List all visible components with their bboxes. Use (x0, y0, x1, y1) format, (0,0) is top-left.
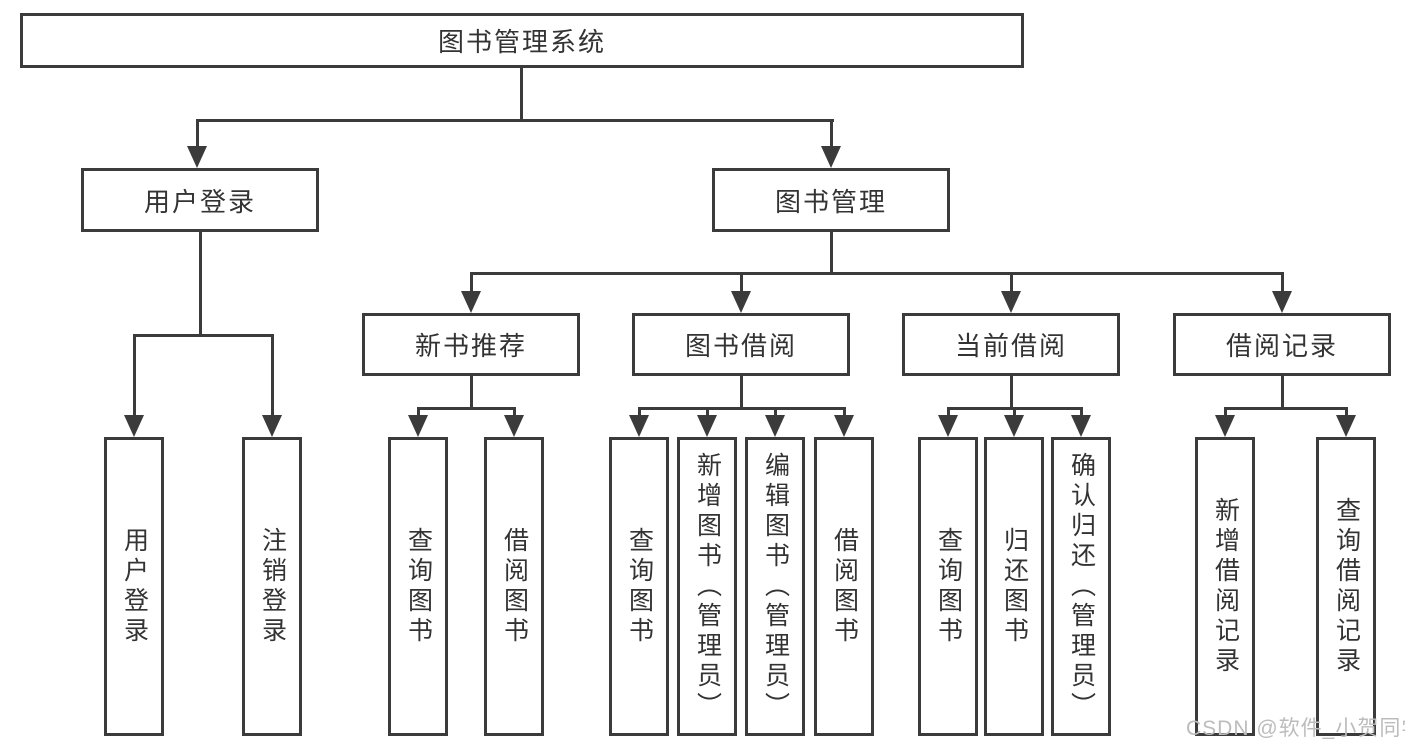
leaf-borrow-books-recommend: 借阅图书 (484, 437, 544, 736)
node-user-login: 用户登录 (81, 168, 319, 232)
node-borrowing-records-label: 借阅记录 (1225, 331, 1338, 361)
node-book-management: 图书管理 (712, 168, 950, 232)
arrow-down-icon (821, 146, 841, 168)
arrow-down-icon (938, 415, 958, 437)
arrow-down-icon (731, 291, 751, 313)
leaf-return-books-label: 归还图书 (1000, 526, 1029, 647)
connector-group2-rail (638, 407, 845, 410)
arrow-down-icon (765, 415, 785, 437)
connector-stem (133, 334, 136, 415)
leaf-confirm-return-admin-label: 确认归还（管理员） (1067, 451, 1096, 722)
connector-user-trunk (199, 232, 202, 337)
node-book-management-label: 图书管理 (774, 186, 887, 217)
arrow-down-icon (1215, 415, 1235, 437)
connector-group2-trunk (740, 376, 743, 410)
connector-stem (774, 407, 777, 415)
connector-stem (271, 334, 274, 415)
node-borrowing-records: 借阅记录 (1173, 313, 1391, 376)
leaf-user-login: 用户登录 (104, 437, 164, 736)
node-current-borrowing: 当前借阅 (902, 313, 1120, 376)
connector-stem (638, 407, 641, 415)
leaf-query-books-current: 查询图书 (918, 437, 978, 736)
connector-mgmt-trunk (830, 232, 833, 275)
connector-stem (1281, 272, 1284, 291)
leaf-add-books-admin-label: 新增图书（管理员） (693, 451, 722, 722)
connector-stem (843, 407, 846, 415)
connector-stem (1080, 407, 1083, 415)
arrow-down-icon (262, 415, 282, 437)
leaf-add-borrow-record: 新增借阅记录 (1195, 437, 1255, 736)
connector-stem (513, 407, 516, 415)
connector-stem (706, 407, 709, 415)
leaf-add-books-admin: 新增图书（管理员） (677, 437, 737, 736)
node-new-book-recommendation-label: 新书推荐 (414, 331, 527, 361)
connector-root-trunk (520, 68, 523, 119)
arrow-down-icon (124, 415, 144, 437)
arrow-down-icon (504, 415, 524, 437)
connector-user-rail (133, 334, 274, 337)
leaf-borrow-books-borrowing-label: 借阅图书 (830, 526, 859, 647)
connector-group1-trunk (470, 376, 473, 410)
leaf-query-books-recommend-label: 查询图书 (404, 526, 433, 647)
connector-group1-rail (417, 407, 515, 410)
connector-stem (417, 407, 420, 415)
leaf-logout: 注销登录 (242, 437, 302, 736)
connector-group4-trunk (1281, 376, 1284, 410)
leaf-confirm-return-admin: 确认归还（管理员） (1051, 437, 1111, 736)
node-new-book-recommendation: 新书推荐 (362, 313, 580, 376)
leaf-query-borrow-record-label: 查询借阅记录 (1332, 496, 1361, 677)
node-book-borrowing: 图书借阅 (632, 313, 850, 376)
leaf-return-books: 归还图书 (984, 437, 1044, 736)
arrow-down-icon (1336, 415, 1356, 437)
leaf-borrow-books-recommend-label: 借阅图书 (500, 526, 529, 647)
leaf-query-books-borrowing: 查询图书 (609, 437, 669, 736)
arrow-down-icon (834, 415, 854, 437)
connector-stem (1345, 407, 1348, 415)
leaf-query-books-recommend: 查询图书 (388, 437, 448, 736)
node-current-borrowing-label: 当前借阅 (954, 331, 1067, 361)
leaf-user-login-label: 用户登录 (120, 526, 149, 647)
leaf-borrow-books-borrowing: 借阅图书 (814, 437, 874, 736)
node-root: 图书管理系统 (20, 13, 1024, 68)
node-user-login-label: 用户登录 (143, 186, 256, 217)
connector-group3-trunk (1010, 376, 1013, 410)
arrow-down-icon (408, 415, 428, 437)
connector-root-rail (196, 119, 834, 122)
node-book-borrowing-label: 图书借阅 (684, 331, 797, 361)
arrow-down-icon (1071, 415, 1091, 437)
leaf-edit-books-admin-label: 编辑图书（管理员） (761, 451, 790, 722)
arrow-down-icon (697, 415, 717, 437)
connector-stem (1224, 407, 1227, 415)
leaf-logout-label: 注销登录 (258, 526, 287, 647)
arrow-down-icon (187, 146, 207, 168)
connector-mgmt-rail (470, 272, 1284, 275)
connector-stem (470, 272, 473, 291)
leaf-edit-books-admin: 编辑图书（管理员） (745, 437, 805, 736)
connector-stem (196, 119, 199, 146)
connector-stem (1010, 272, 1013, 291)
arrow-down-icon (461, 291, 481, 313)
leaf-query-books-borrowing-label: 查询图书 (625, 526, 654, 647)
arrow-down-icon (1004, 415, 1024, 437)
connector-stem (740, 272, 743, 291)
leaf-query-books-current-label: 查询图书 (934, 526, 963, 647)
arrow-down-icon (1272, 291, 1292, 313)
leaf-query-borrow-record: 查询借阅记录 (1316, 437, 1376, 736)
connector-stem (947, 407, 950, 415)
node-root-label: 图书管理系统 (437, 27, 606, 57)
leaf-add-borrow-record-label: 新增借阅记录 (1211, 496, 1240, 677)
connector-group4-rail (1224, 407, 1347, 410)
connector-stem (1013, 407, 1016, 415)
watermark: CSDN @软件_小贺同学 (1186, 717, 1405, 740)
arrow-down-icon (1001, 291, 1021, 313)
arrow-down-icon (629, 415, 649, 437)
connector-stem (830, 119, 833, 146)
